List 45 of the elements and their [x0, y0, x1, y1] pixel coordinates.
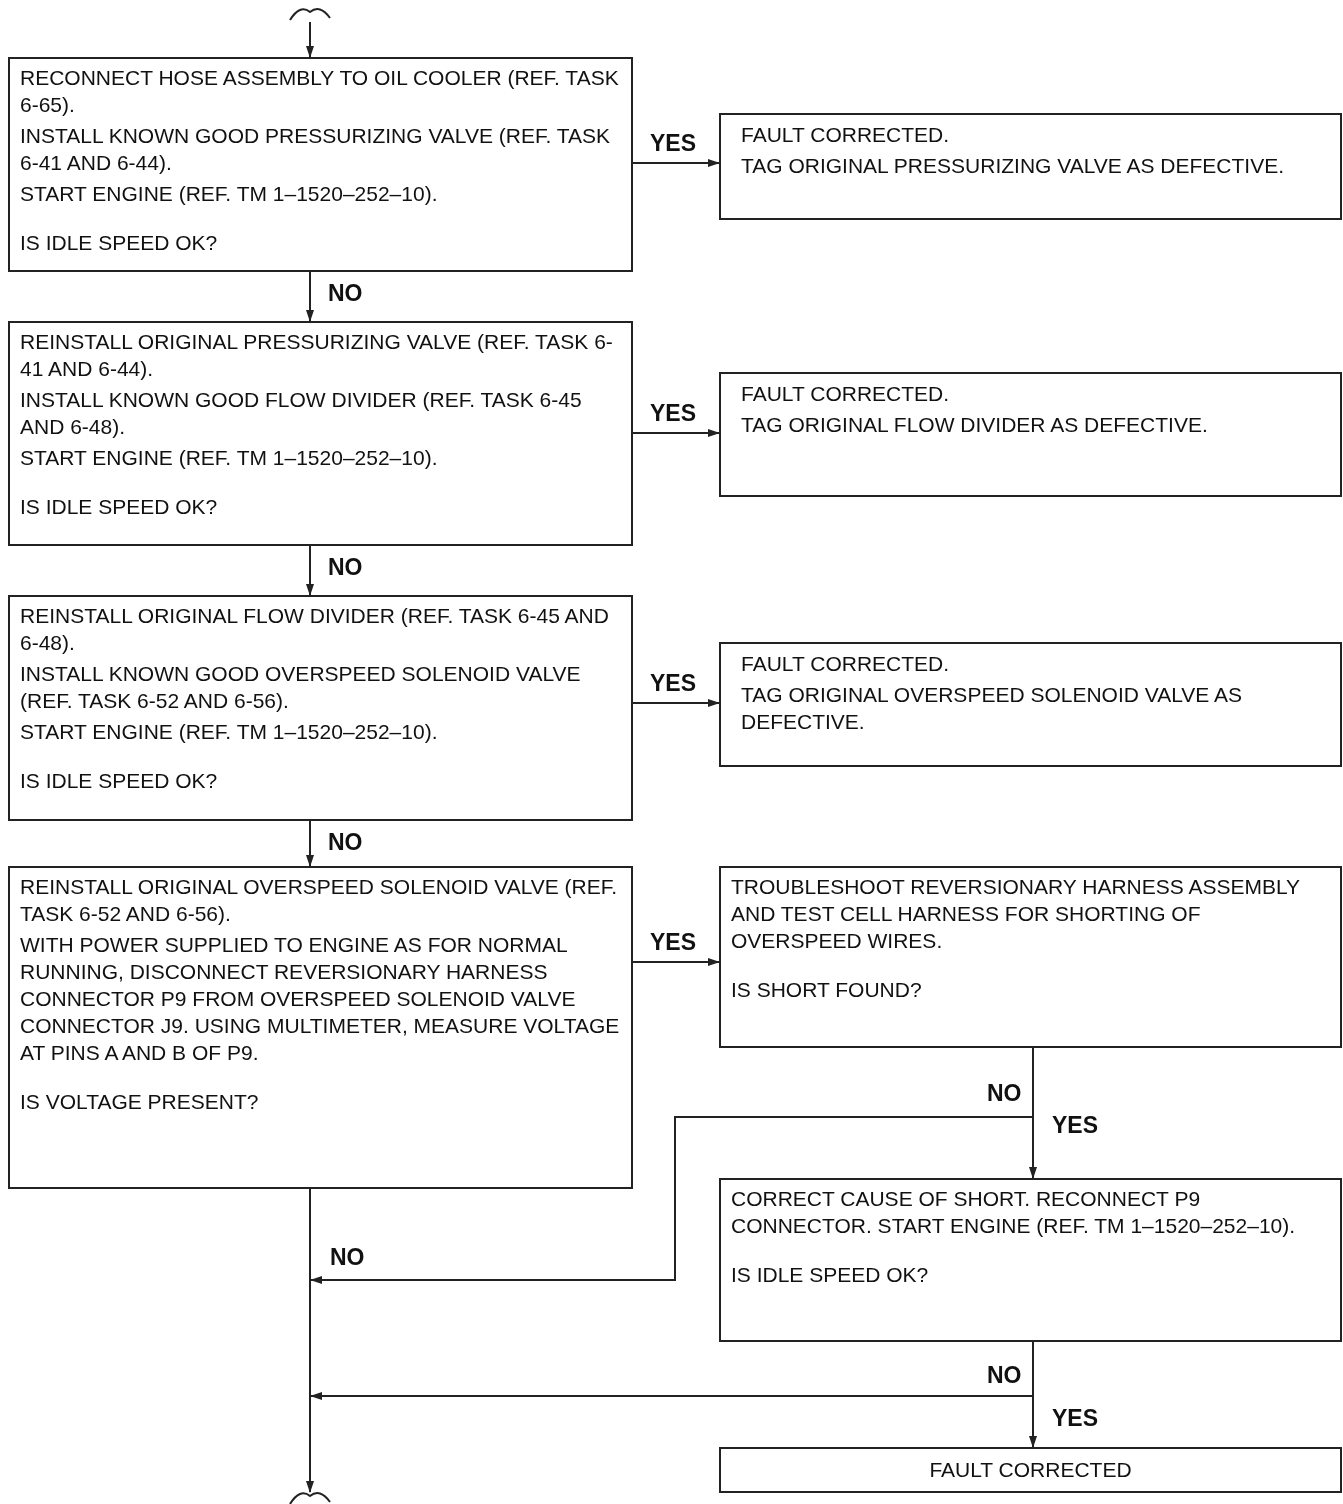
result-box — [719, 1447, 1342, 1493]
flow-arrow — [632, 429, 720, 437]
step-text: TROUBLESHOOT REVERSIONARY HARNESS ASSEMBLY AND TEST CELL HARNESS FOR SHORTING OF OVERSPEED WIRES. — [731, 874, 1301, 954]
step-text: FAULT CORRECTED. — [741, 122, 951, 148]
question-text: IS IDLE SPEED OK? — [20, 768, 219, 794]
result-box — [719, 372, 1342, 497]
flow-arrow — [306, 21, 314, 58]
step-text: TAG ORIGINAL FLOW DIVIDER AS DEFECTIVE. — [741, 412, 1209, 438]
flow-arrow — [306, 271, 314, 322]
process-box — [8, 595, 633, 821]
step-text: INSTALL KNOWN GOOD FLOW DIVIDER (REF. TASK 6-45 AND 6-48). — [20, 387, 583, 440]
step-text: CORRECT CAUSE OF SHORT. RECONNECT P9 CONNECTOR. START ENGINE (REF. TM 1–1520–252–10). — [731, 1186, 1297, 1239]
question-text: IS VOLTAGE PRESENT? — [20, 1089, 260, 1115]
process-box — [8, 866, 633, 1189]
step-text: TAG ORIGINAL OVERSPEED SOLENOID VALVE AS DEFECTIVE. — [741, 682, 1244, 735]
flow-arrow — [306, 545, 314, 596]
step-text: WITH POWER SUPPLIED TO ENGINE AS FOR NORMAL RUNNING, DISCONNECT REVERSIONARY HARNESS CONNECTOR P9 FROM OVERSPEED SOLENOID VALVE CONNECTOR J9. USING MULTIMETER, MEASURE VOLTAGE AT PINS A AND B OF P9. — [20, 932, 621, 1066]
step-text: REINSTALL ORIGINAL OVERSPEED SOLENOID VALVE (REF. TASK 6-52 AND 6-56). — [20, 874, 619, 927]
process-box — [719, 1178, 1342, 1342]
result-box — [719, 642, 1342, 767]
step-text: FAULT CORRECTED. — [741, 651, 951, 677]
step-text: RECONNECT HOSE ASSEMBLY TO OIL COOLER (REF. TASK 6-65). — [20, 65, 620, 118]
step-text: FAULT CORRECTED. — [741, 381, 951, 407]
process-box — [719, 866, 1342, 1048]
result-box — [719, 113, 1342, 220]
step-text: START ENGINE (REF. TM 1–1520–252–10). — [20, 445, 439, 471]
step-text: TAG ORIGINAL PRESSURIZING VALVE AS DEFECTIVE. — [741, 153, 1285, 179]
step-text: INSTALL KNOWN GOOD PRESSURIZING VALVE (REF. TASK 6-41 AND 6-44). — [20, 123, 612, 176]
question-text: IS IDLE SPEED OK? — [20, 494, 219, 520]
process-box — [8, 57, 633, 272]
step-text: START ENGINE (REF. TM 1–1520–252–10). — [20, 719, 439, 745]
question-text: IS SHORT FOUND? — [731, 977, 923, 1003]
step-text: INSTALL KNOWN GOOD OVERSPEED SOLENOID VALVE (REF. TASK 6-52 AND 6-56). — [20, 661, 582, 714]
step-text: START ENGINE (REF. TM 1–1520–252–10). — [20, 181, 439, 207]
flow-arrow — [306, 820, 314, 867]
question-text: IS IDLE SPEED OK? — [731, 1262, 930, 1288]
process-box — [8, 321, 633, 546]
step-text: REINSTALL ORIGINAL FLOW DIVIDER (REF. TASK 6-45 AND 6-48). — [20, 603, 610, 656]
flow-arrow — [306, 1188, 314, 1493]
flow-arrow — [632, 159, 720, 167]
step-text: FAULT CORRECTED — [928, 1457, 1133, 1483]
step-text: REINSTALL ORIGINAL PRESSURIZING VALVE (REF. TASK 6-41 AND 6-44). — [20, 329, 614, 382]
flow-arrow — [632, 958, 720, 966]
flow-arrow — [632, 699, 720, 707]
question-text: IS IDLE SPEED OK? — [20, 230, 219, 256]
